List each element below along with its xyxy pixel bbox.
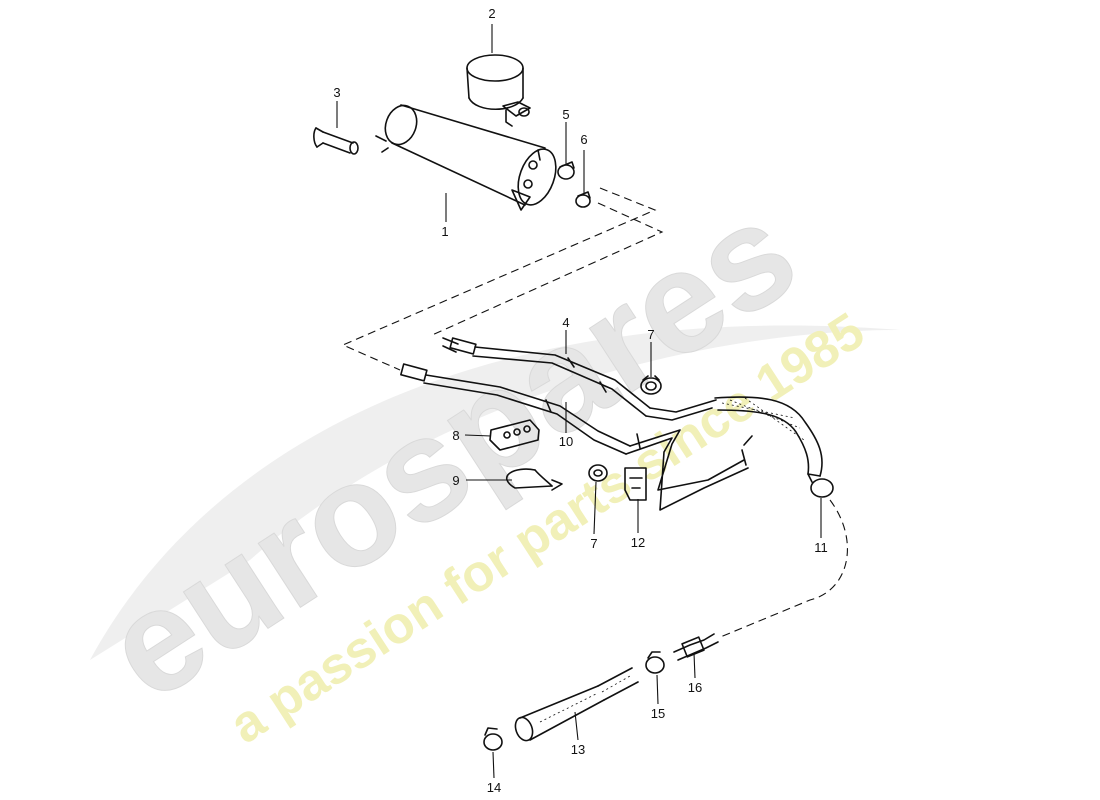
- part-number-label: 7: [647, 327, 654, 342]
- hose-clip-6: [575, 191, 591, 208]
- part-number-label: 8: [452, 428, 459, 443]
- part-number-label: 1: [441, 224, 448, 239]
- part-number-labels: 2 3 1 5 6 4 7 8 9 10 7 12 11 16 15 13 14: [333, 6, 827, 795]
- part-number-label: 13: [571, 742, 585, 757]
- part-number-label: 12: [631, 535, 645, 550]
- hose-clip-5: [557, 161, 575, 180]
- part-number-label: 7: [590, 536, 597, 551]
- part-number-label: 16: [688, 680, 702, 695]
- part-number-label: 11: [814, 540, 828, 555]
- part-number-label: 14: [487, 780, 501, 795]
- part-number-label: 6: [580, 132, 587, 147]
- fuel-pipe-part-10: [400, 363, 753, 511]
- clamp-block-part-8: [489, 419, 540, 451]
- canister-part: [375, 104, 557, 211]
- connector-part-16: [673, 633, 719, 661]
- vent-pipe-part-4: [442, 337, 717, 421]
- part-number-label: 9: [452, 473, 459, 488]
- vent-hose: [714, 396, 823, 477]
- part-number-label: 5: [562, 107, 569, 122]
- part-number-label: 10: [559, 434, 573, 449]
- part-number-label: 2: [488, 6, 495, 21]
- part-number-label: 3: [333, 85, 340, 100]
- part-number-label: 15: [651, 706, 665, 721]
- watermark-swoosh: [90, 325, 900, 660]
- leader-lines: [336, 24, 822, 779]
- hose-clip-part-15: [645, 651, 665, 674]
- filler-hose-part-13: [514, 667, 639, 742]
- grommet-part-7-lower: [588, 464, 608, 482]
- grommet-part-7-upper: [640, 375, 662, 395]
- hose-texture: [539, 397, 805, 723]
- hose-clip-part-14: [483, 727, 503, 751]
- part-number-label: 4: [562, 315, 569, 330]
- strap-part-9: [506, 468, 563, 491]
- watermark: eurospares a passion for parts since 198…: [78, 169, 900, 755]
- clamp-band-part: [466, 54, 531, 127]
- routing-lines: [341, 187, 848, 639]
- stud-part: [313, 127, 359, 155]
- hose-clip-part-11: [807, 473, 834, 498]
